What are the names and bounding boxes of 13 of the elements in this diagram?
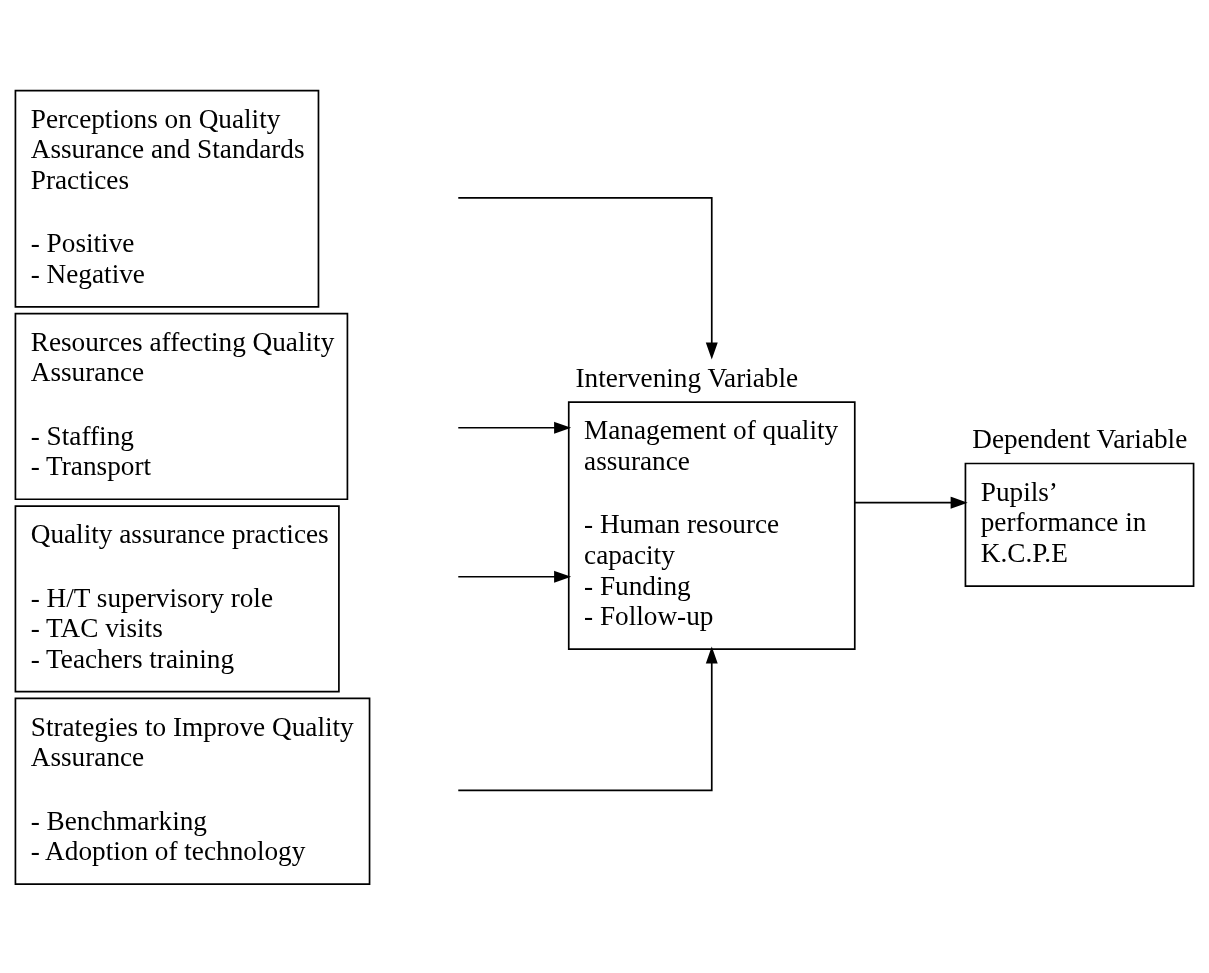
arrow [854, 496, 968, 509]
node-box: Quality assurance practices - H/T supervisory role - TAC visits - Teachers training [14, 505, 340, 693]
node-box: Pupils’ performance in K.C.P.E [964, 462, 1195, 587]
node-label: Intervening Variable [575, 362, 799, 393]
node-box: Management of quality assurance - Human resource capacity - Funding - Follow-up [567, 401, 856, 650]
node-box: Resources affecting Quality Assurance - Staffing - Transport [14, 312, 349, 501]
arrow [457, 570, 572, 583]
arrow [457, 421, 572, 434]
node-box: Perceptions on Quality Assurance and Standards Practices - Positive - Negative [14, 89, 320, 308]
node-label: Dependent Variable [972, 423, 1188, 454]
arrow [457, 197, 718, 360]
arrow [457, 646, 718, 792]
node-box: Strategies to Improve Quality Assurance - Benchmarking - Adoption of technology [14, 697, 371, 885]
